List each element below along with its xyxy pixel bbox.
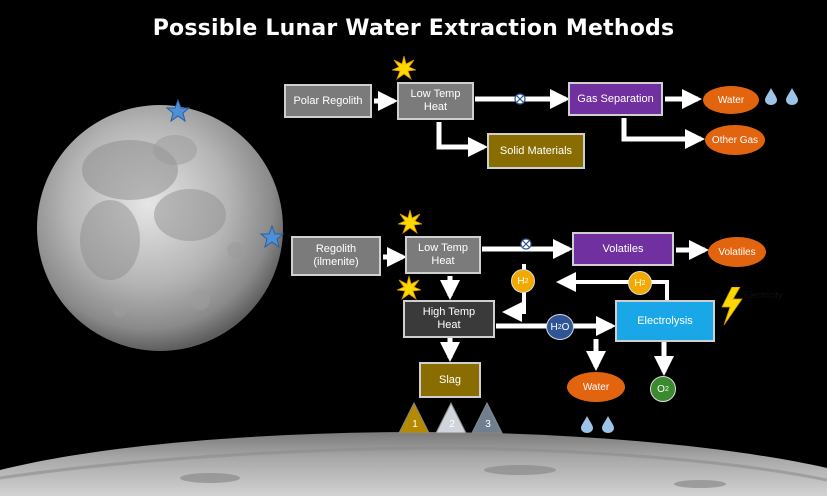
water-drops-icon (581, 416, 614, 433)
h2-left-text: H (517, 275, 525, 287)
h2o-text: H (550, 321, 558, 333)
h2o-tail: O (561, 321, 570, 333)
water-label: Water (717, 94, 745, 106)
polar-regolith-box: Polar Regolith (284, 84, 372, 118)
volatiles-box-label: Volatiles (602, 242, 644, 255)
high-temp-heat-box: High Temp Heat (403, 300, 495, 338)
star-icon (260, 225, 284, 249)
water-drops-icon (765, 88, 798, 105)
moon-image (37, 105, 283, 351)
sun-icon (392, 56, 416, 80)
h2-left-sub: 2 (524, 277, 529, 285)
o2-text: O (657, 383, 665, 395)
solid-materials-label: Solid Materials (499, 144, 573, 157)
triangle-label-3: 3 (485, 419, 491, 430)
volatiles-output: Volatiles (708, 237, 766, 267)
high-temp-heat-label: High Temp Heat (422, 306, 476, 331)
o2-sub: 2 (664, 385, 669, 393)
low-temp-heat-box-bottom: Low Temp Heat (405, 236, 481, 274)
page-title: Possible Lunar Water Extraction Methods (152, 16, 675, 41)
solid-materials-box: Solid Materials (487, 133, 585, 169)
polar-regolith-label: Polar Regolith (293, 94, 363, 107)
regolith-ilmenite-box: Regolith (ilmenite) (291, 236, 381, 276)
low-temp-heat-box-top: Low Temp Heat (397, 82, 474, 120)
h2o-sub: 2 (557, 323, 562, 331)
regolith-label: Regolith (ilmenite) (313, 243, 359, 268)
gas-separation-box: Gas Separation (568, 82, 663, 116)
slag-label: Slag (438, 373, 462, 386)
electricity-label: Electricity (744, 290, 783, 300)
other-gas-label: Other Gas (711, 134, 759, 146)
triangle-label-1: 1 (412, 419, 418, 430)
electrolysis-label: Electrolysis (637, 314, 693, 327)
water-bottom-label: Water (582, 381, 610, 393)
other-gas-output: Other Gas (705, 125, 765, 155)
sun-icon (398, 210, 422, 234)
volatiles-output-label: Volatiles (718, 246, 756, 258)
h2-right-text: H (634, 277, 642, 289)
electrolysis-box: Electrolysis (615, 300, 715, 342)
h2-right-sub: 2 (641, 279, 646, 287)
gas-separation-label: Gas Separation (577, 92, 654, 105)
sun-icon (397, 276, 421, 300)
triangle-label-2: 2 (449, 419, 455, 430)
water-output-bottom: Water (567, 372, 625, 402)
slag-box: Slag (419, 362, 481, 398)
volatiles-box: Volatiles (572, 232, 674, 266)
valve-icon (514, 93, 532, 250)
lightning-icon (721, 287, 743, 325)
low-temp-heat-label-bottom: Low Temp Heat (418, 242, 468, 267)
triangles-legend (398, 401, 503, 434)
star-icon (166, 99, 190, 123)
low-temp-heat-label: Low Temp Heat (410, 88, 461, 113)
water-output-top: Water (703, 86, 759, 114)
